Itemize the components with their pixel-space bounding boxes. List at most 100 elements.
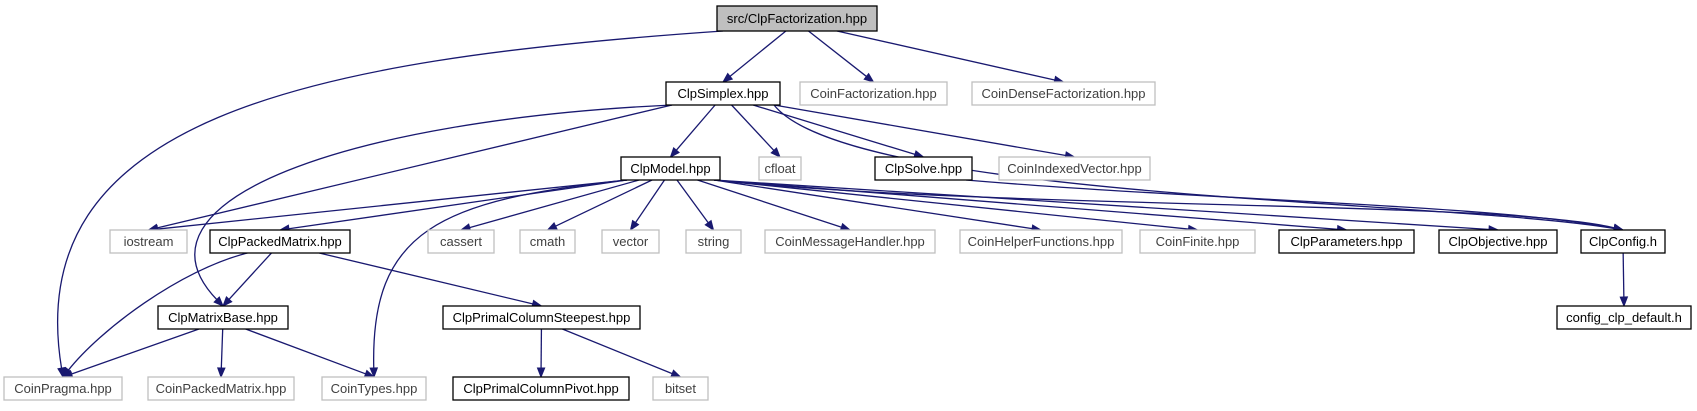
node-ClpPrimalColumnSteepest[interactable]: ClpPrimalColumnSteepest.hpp: [442, 305, 641, 330]
node-ClpConfig[interactable]: ClpConfig.h: [1580, 229, 1666, 254]
node-cfloat: cfloat: [758, 156, 802, 181]
edge-ClpPrimalColumnSteepest-to-bitset: [562, 328, 674, 375]
node-label: CoinHelperFunctions.hpp: [968, 234, 1115, 249]
node-CoinDenseFactorization: CoinDenseFactorization.hpp: [971, 81, 1156, 106]
edge-ClpMatrixBase-to-CoinTypes: [245, 328, 367, 375]
node-config_clp_default[interactable]: config_clp_default.h: [1556, 305, 1692, 330]
node-box: [971, 81, 1156, 106]
node-label: ClpPrimalColumnSteepest.hpp: [453, 310, 631, 325]
node-ClpMatrixBase[interactable]: ClpMatrixBase.hpp: [157, 305, 289, 330]
node-ClpPackedMatrix[interactable]: ClpPackedMatrix.hpp: [209, 229, 351, 254]
edge-ClpModel-to-cassert: [468, 179, 640, 229]
edge-ClpModel-to-ClpConfig: [713, 179, 1616, 229]
node-label: cassert: [440, 234, 482, 249]
arrowhead-icon: [213, 296, 224, 307]
node-box: [1278, 229, 1415, 254]
node-label: config_clp_default.h: [1566, 310, 1682, 325]
node-label: ClpSimplex.hpp: [677, 86, 768, 101]
edge-ClpModel-to-cmath: [554, 179, 653, 228]
node-label: ClpSolve.hpp: [885, 161, 962, 176]
edge-ClpModel-to-ClpPackedMatrix: [287, 179, 628, 230]
node-vector: vector: [601, 229, 660, 254]
node-label: ClpConfig.h: [1589, 234, 1657, 249]
node-box: [601, 229, 660, 254]
node-box: [427, 229, 495, 254]
node-CoinPackedMatrix: CoinPackedMatrix.hpp: [147, 376, 295, 401]
node-box: [764, 229, 936, 254]
node-label: ClpPackedMatrix.hpp: [218, 234, 342, 249]
node-box: [442, 305, 641, 330]
node-root[interactable]: src/ClpFactorization.hpp: [716, 5, 878, 32]
node-ClpObjective[interactable]: ClpObjective.hpp: [1438, 229, 1558, 254]
arrowhead-icon: [222, 296, 233, 307]
node-box: [1556, 305, 1692, 330]
node-box: [209, 229, 351, 254]
node-box: [874, 156, 973, 181]
node-box: [716, 5, 878, 32]
arrowhead-icon: [546, 221, 558, 231]
node-CoinFinite: CoinFinite.hpp: [1139, 229, 1256, 254]
edge-ClpModel-to-iostream: [156, 179, 628, 230]
node-label: CoinPragma.hpp: [14, 381, 112, 396]
edge-ClpModel-to-CoinFinite: [713, 179, 1190, 230]
node-box: [157, 305, 289, 330]
edge-root-to-ClpSimplex: [728, 30, 787, 78]
node-box: [452, 376, 630, 401]
node-CoinMessageHandler: CoinMessageHandler.hpp: [764, 229, 936, 254]
node-box: [998, 156, 1151, 181]
node-label: CoinFinite.hpp: [1156, 234, 1240, 249]
node-label: iostream: [124, 234, 174, 249]
node-cmath: cmath: [519, 229, 576, 254]
arrowhead-icon: [863, 72, 875, 83]
node-CoinTypes: CoinTypes.hpp: [321, 376, 427, 401]
node-ClpSimplex[interactable]: ClpSimplex.hpp: [665, 81, 781, 106]
edge-ClpModel-to-CoinHelperFunctions: [713, 179, 1034, 230]
edge-ClpPackedMatrix-to-CoinPragma: [67, 252, 248, 372]
edge-ClpSimplex-to-ClpSolve: [752, 104, 917, 156]
edge-root-to-CoinPragma: [56, 30, 724, 370]
node-box: [799, 81, 948, 106]
arrowhead-icon: [536, 367, 546, 379]
node-box: [758, 156, 802, 181]
node-box: [1139, 229, 1256, 254]
node-label: ClpPrimalColumnPivot.hpp: [463, 381, 618, 396]
edge-root-to-CoinFactorization: [808, 30, 868, 78]
arrowhead-icon: [217, 367, 226, 379]
node-ClpSolve[interactable]: ClpSolve.hpp: [874, 156, 973, 181]
node-bitset: bitset: [652, 376, 709, 401]
node-box: [685, 229, 742, 254]
node-label: vector: [613, 234, 649, 249]
node-label: ClpParameters.hpp: [1291, 234, 1403, 249]
edge-ClpModel-to-string: [676, 179, 710, 224]
node-label: CoinMessageHandler.hpp: [775, 234, 925, 249]
node-box: [1438, 229, 1558, 254]
arrowhead-icon: [369, 367, 379, 379]
arrowhead-icon: [670, 369, 682, 378]
edge-ClpSimplex-to-cfloat: [731, 104, 776, 152]
node-cassert: cassert: [427, 229, 495, 254]
node-label: CoinFactorization.hpp: [810, 86, 936, 101]
node-label: cfloat: [764, 161, 795, 176]
edge-ClpPackedMatrix-to-ClpPrimalColumnSteepest: [319, 252, 534, 305]
node-iostream: iostream: [109, 229, 188, 254]
node-ClpParameters[interactable]: ClpParameters.hpp: [1278, 229, 1415, 254]
edge-ClpPackedMatrix-to-ClpMatrixBase: [227, 252, 272, 301]
node-label: cmath: [530, 234, 565, 249]
arrowhead-icon: [721, 72, 734, 83]
edge-ClpMatrixBase-to-CoinPackedMatrix: [220, 328, 224, 370]
edge-ClpSolve-to-ClpConfig: [965, 179, 1616, 230]
node-ClpPrimalColumnPivot[interactable]: ClpPrimalColumnPivot.hpp: [452, 376, 630, 401]
edge-ClpSimplex-to-iostream: [156, 104, 673, 229]
edge-root-to-CoinDenseFactorization: [836, 30, 1056, 81]
edge-ClpMatrixBase-to-CoinPragma: [70, 328, 200, 375]
node-box: [959, 229, 1123, 254]
node-ClpModel[interactable]: ClpModel.hpp: [620, 156, 721, 181]
edge-ClpSimplex-to-ClpMatrixBase: [194, 104, 673, 301]
edge-ClpSimplex-to-CoinIndexedVector: [773, 104, 1067, 157]
arrowhead-icon: [629, 219, 640, 232]
node-box: [519, 229, 576, 254]
edge-ClpSimplex-to-ClpModel: [675, 104, 716, 152]
arrowhead-icon: [770, 147, 781, 158]
